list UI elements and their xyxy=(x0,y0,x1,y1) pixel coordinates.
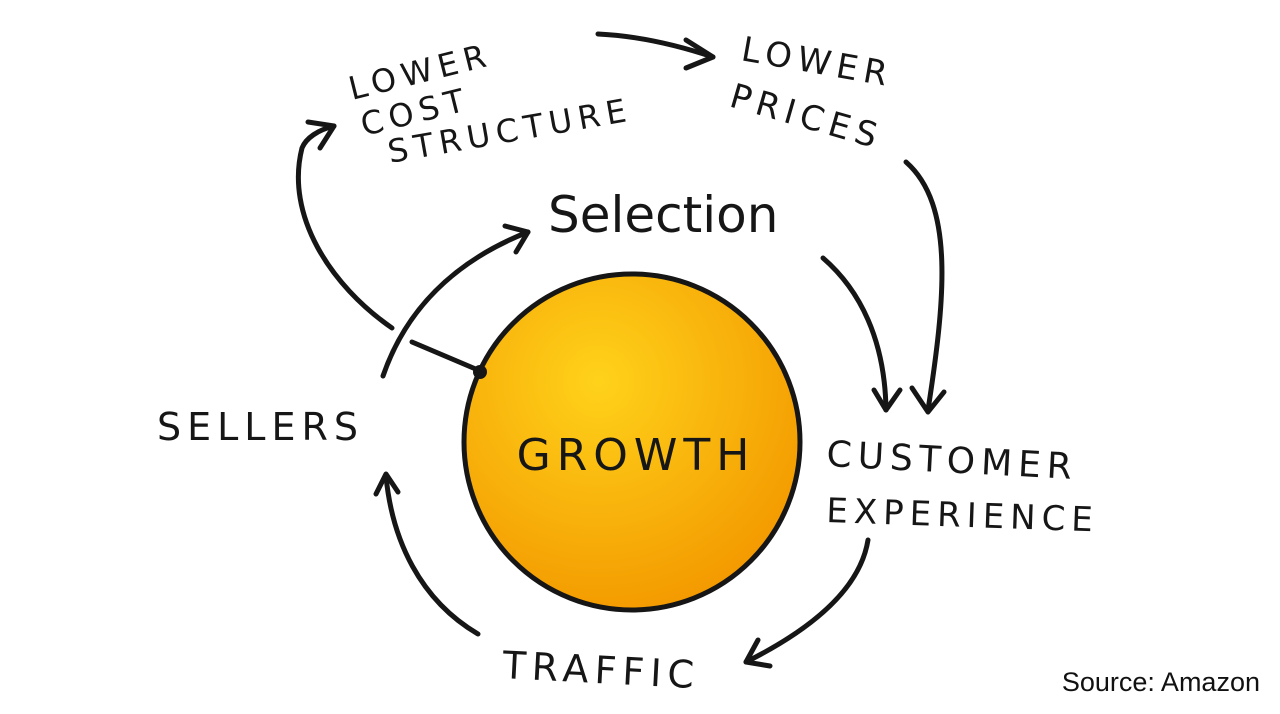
arrow-cost-to-prices xyxy=(595,31,716,71)
lower-cost-structure-label: LOWER COST STRUCTURE xyxy=(345,36,635,171)
arrow-sellers-to-selection xyxy=(380,223,531,379)
source-caption: Source: Amazon xyxy=(1061,667,1260,697)
traffic-label: TRAFFIC xyxy=(501,643,702,697)
arrow-traffic-to-sellers xyxy=(373,471,481,637)
customer-experience-line-2: EXPERIENCE xyxy=(826,491,1100,540)
arrow-growth-to-cost-structure xyxy=(295,119,487,379)
arrow-prices-to-customer-experience xyxy=(903,159,947,415)
arrow-selection-to-customer-experience xyxy=(820,255,903,413)
arrow-customer-experience-to-traffic xyxy=(743,537,871,669)
growth-label: GROWTH xyxy=(517,430,756,481)
sellers-label: SELLERS xyxy=(157,405,364,449)
lower-prices-label: LOWER PRICES xyxy=(726,29,897,157)
growth-circle xyxy=(461,271,803,613)
pivot-dot xyxy=(473,365,487,379)
customer-experience-line-1: CUSTOMER xyxy=(826,434,1079,488)
customer-experience-label: CUSTOMER EXPERIENCE xyxy=(826,434,1100,540)
selection-label: Selection xyxy=(548,186,778,244)
